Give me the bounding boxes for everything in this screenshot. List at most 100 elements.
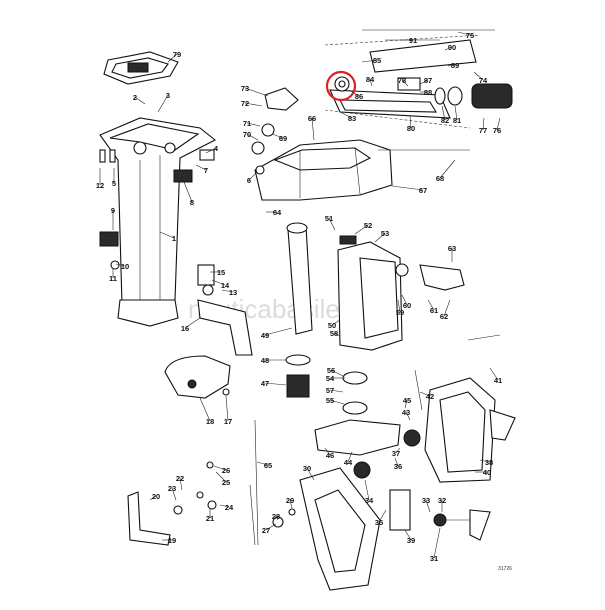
part-number-label-6: 6 (247, 176, 251, 185)
part-number-label-78: 78 (398, 76, 406, 85)
leader-line-57 (329, 389, 344, 393)
leader-line-80 (409, 115, 412, 129)
leader-line-44 (347, 451, 353, 463)
leader-line-61 (427, 299, 435, 311)
leader-line-84 (369, 78, 373, 87)
part-number-label-89: 89 (451, 61, 459, 70)
part-number-label-70: 70 (243, 130, 251, 139)
fasteners (173, 461, 296, 528)
leader-line-50 (331, 319, 341, 326)
part-number-label-85: 85 (373, 56, 381, 65)
part-number-label-30: 30 (303, 464, 311, 473)
leader-line-86 (348, 89, 360, 97)
part-number-label-74: 74 (479, 76, 488, 85)
highlighted-part (325, 70, 357, 102)
leader-line-23 (171, 487, 177, 501)
part-number-label-22: 22 (176, 474, 184, 483)
part-number-label-24: 24 (225, 503, 234, 512)
part-number-label-25: 25 (222, 478, 230, 487)
cover-part (164, 355, 231, 399)
part-number-label-87: 87 (424, 76, 432, 85)
leader-line-1 (159, 231, 175, 239)
leader-line-90 (444, 46, 453, 51)
part-number-label-54: 54 (326, 374, 335, 383)
part-number-label-43: 43 (402, 408, 410, 417)
part-number-label-38: 38 (485, 458, 493, 467)
part-number-label-62: 62 (440, 312, 448, 321)
rods (249, 149, 501, 546)
part-number-label-83: 83 (348, 114, 356, 123)
part-number-label-3: 3 (166, 91, 170, 100)
leader-line-59 (397, 299, 401, 313)
leader-line-18 (199, 397, 211, 422)
part-number-label-1: 1 (172, 234, 176, 243)
leader-line-4 (205, 147, 217, 154)
leader-line-56 (330, 369, 344, 377)
part-number-label-16: 16 (181, 324, 189, 333)
leader-line-65 (256, 461, 269, 466)
leader-line-25 (215, 471, 227, 483)
part-number-label-65: 65 (264, 461, 272, 470)
part-number-label-80: 80 (407, 124, 415, 133)
part-number-label-48: 48 (261, 356, 269, 365)
leader-line-24 (219, 504, 230, 508)
part-number-label-46: 46 (326, 451, 334, 460)
part-number-label-15: 15 (217, 268, 225, 277)
part-number-label-63: 63 (448, 244, 456, 253)
part-number-label-88: 88 (424, 88, 432, 97)
leader-line-85 (361, 59, 378, 63)
part-number-label-75: 75 (466, 31, 474, 40)
part-number-label-69: 69 (279, 134, 287, 143)
part-number-label-18: 18 (206, 417, 214, 426)
leader-line-76 (496, 117, 501, 131)
leader-line-35 (378, 509, 387, 523)
part-number-label-51: 51 (325, 214, 333, 223)
part-number-label-53: 53 (381, 229, 389, 238)
part-number-label-71: 71 (243, 119, 251, 128)
leader-line-77 (482, 117, 485, 131)
leader-line-43 (405, 411, 411, 421)
leader-line-26 (213, 465, 227, 471)
leader-line-30 (306, 467, 315, 481)
part-number-label-28: 28 (272, 512, 280, 521)
part-number-label-37: 37 (392, 449, 400, 458)
part-number-label-13: 13 (229, 288, 237, 297)
part-number-label-58: 58 (330, 329, 338, 338)
leader-line-13 (221, 289, 234, 293)
leader-line-58 (333, 332, 341, 337)
part-number-label-68: 68 (436, 174, 444, 183)
part-number-label-55: 55 (326, 396, 334, 405)
part-number-label-79: 79 (173, 50, 181, 59)
part-number-label-61: 61 (430, 306, 438, 315)
leader-line-46 (324, 447, 331, 456)
drive-shaft-housing (99, 117, 217, 327)
leader-line-81 (454, 105, 458, 121)
part-number-label-23: 23 (168, 484, 176, 493)
part-number-label-36: 36 (394, 462, 402, 471)
leader-line-20 (149, 495, 157, 501)
leader-line-10 (115, 263, 126, 267)
knob-part (251, 87, 299, 175)
part-number-label-35: 35 (375, 518, 383, 527)
leader-line-68 (439, 159, 456, 179)
transom-bracket-right (424, 377, 516, 483)
part-number-label-5: 5 (112, 179, 116, 188)
swivel-bracket (254, 139, 393, 201)
leader-line-37 (395, 447, 401, 454)
part-number-label-11: 11 (109, 274, 117, 283)
part-number-label-20: 20 (152, 492, 160, 501)
part-number-label-64: 64 (273, 208, 282, 217)
leader-line-75 (457, 31, 471, 36)
drawing-reference-number: 31726 (498, 566, 512, 572)
leader-line-3 (157, 94, 169, 113)
leader-line-6 (248, 171, 258, 181)
highlight-circle-marker (325, 70, 357, 102)
part-number-label-4: 4 (214, 144, 219, 153)
small-hardware-left (99, 149, 215, 296)
part-number-label-31: 31 (430, 554, 438, 563)
leader-line-7 (195, 164, 207, 171)
leader-line-60 (401, 294, 408, 306)
part-number-label-52: 52 (364, 221, 372, 230)
